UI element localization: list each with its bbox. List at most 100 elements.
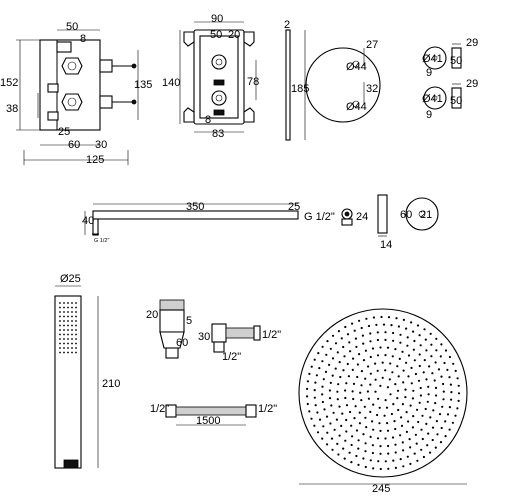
shower-head-view: 245 — [298, 308, 468, 495]
dim-hand-shower-length: 210 — [102, 378, 120, 390]
nozzle-dot — [313, 358, 316, 361]
nozzle-dot — [314, 404, 317, 407]
nozzle-dot — [59, 324, 61, 327]
nozzle-dot — [405, 430, 408, 433]
dim-outlet-thread-out: 1/2" — [262, 329, 281, 341]
nozzle-dot — [337, 383, 340, 386]
nozzle-dot — [344, 325, 347, 329]
nozzle-dot — [401, 403, 404, 406]
nozzle-dot — [427, 385, 430, 388]
nozzle-dot — [360, 370, 363, 373]
nozzle-dot — [376, 437, 380, 440]
nozzle-dot — [364, 442, 367, 445]
nozzle-dot — [63, 311, 65, 313]
nozzle-dot — [394, 383, 397, 386]
nozzle-dot — [344, 396, 347, 400]
nozzle-dot — [59, 351, 61, 354]
nozzle-dot — [369, 340, 372, 343]
nozzle-dot — [334, 342, 338, 345]
dim-outlet-thread-in: 1/2" — [222, 351, 241, 363]
dim-arm-height: 40 — [82, 215, 94, 227]
shower-arm-bar — [92, 210, 299, 220]
nozzle-dot — [362, 457, 365, 460]
hand-shower-nozzles — [59, 302, 77, 354]
nozzle-dot — [379, 346, 382, 349]
nozzle-dot — [384, 399, 387, 402]
nozzle-dot — [343, 457, 346, 460]
nozzle-dot — [365, 426, 368, 429]
nozzle-dot — [356, 363, 359, 366]
nozzle-dot — [374, 362, 377, 365]
nozzle-dot — [358, 353, 361, 356]
hose-body — [175, 406, 247, 416]
nozzle-dot — [358, 411, 361, 414]
nozzle-dot — [306, 387, 309, 390]
nozzle-dot — [349, 410, 352, 414]
nozzle-dot — [75, 333, 77, 336]
nozzle-dot — [392, 339, 395, 342]
nozzle-dot — [325, 353, 328, 356]
nozzle-dot — [428, 365, 431, 368]
nozzle-dot — [384, 338, 387, 341]
nozzle-dot — [310, 365, 313, 368]
nozzle-dot — [350, 443, 353, 447]
nozzle-dot — [354, 337, 357, 340]
nozzle-dot — [423, 328, 426, 331]
nozzle-dot — [387, 452, 390, 455]
nozzle-dot — [425, 349, 428, 352]
nozzle-dot — [367, 397, 370, 400]
nozzle-dot — [329, 347, 332, 350]
nozzle-dot — [424, 338, 427, 341]
nozzle-dot — [412, 330, 415, 333]
dim-faceplate-top: 27 — [366, 39, 378, 51]
nozzle-dot — [308, 372, 311, 375]
nozzle-dot — [441, 405, 444, 408]
nozzle-dot — [306, 395, 309, 398]
hex-nut — [61, 57, 83, 75]
dim-front-bottom-a: 8 — [205, 114, 211, 126]
dim-handle-b-neck: 9 — [426, 109, 432, 121]
nozzle-dot — [402, 465, 405, 468]
faceplate-side — [285, 29, 291, 141]
nozzle-dot — [59, 306, 61, 309]
nozzle-dot — [376, 354, 380, 357]
nozzle-dot — [449, 383, 452, 386]
nozzle-dot — [435, 420, 438, 423]
nozzle-dot — [415, 442, 418, 445]
nozzle-dot — [420, 448, 423, 451]
nozzle-dot — [313, 396, 316, 399]
nozzle-dot — [392, 331, 395, 335]
nozzle-dot — [369, 355, 372, 359]
nozzle-dot — [336, 442, 339, 445]
nozzle-dot — [457, 392, 461, 395]
nozzle-dot — [67, 333, 69, 336]
nozzle-dot — [348, 451, 351, 454]
nozzle-dot — [406, 336, 409, 339]
nozzle-dot — [356, 375, 359, 379]
nozzle-dot — [399, 333, 402, 336]
dim-faceplate-height: 185 — [291, 83, 309, 95]
dim-depth-step: 8 — [80, 33, 86, 45]
nozzle-dot — [362, 359, 366, 362]
nozzle-dot — [360, 384, 363, 387]
nozzle-dot — [392, 459, 395, 462]
nozzle-dot — [374, 378, 377, 381]
nozzle-dot — [357, 447, 360, 450]
nozzle-dot — [332, 411, 335, 414]
nozzle-dot — [397, 408, 400, 412]
nozzle-dot — [384, 437, 387, 440]
nozzle-dot — [410, 366, 413, 369]
nozzle-dot — [334, 367, 337, 370]
nozzle-dot — [401, 441, 404, 444]
nozzle-dot — [314, 381, 317, 384]
dim-handle-a-height: 50 — [450, 55, 462, 67]
outlet-body — [211, 323, 227, 343]
nozzle-dot — [434, 402, 437, 405]
dim-flange-height: 60 — [400, 209, 412, 221]
nozzle-dot — [340, 424, 343, 427]
nozzle-dot — [402, 369, 405, 372]
nozzle-dot — [350, 424, 353, 427]
nozzle-dot — [451, 421, 454, 424]
nozzle-dot — [71, 302, 73, 304]
nozzle-dot — [416, 408, 419, 411]
